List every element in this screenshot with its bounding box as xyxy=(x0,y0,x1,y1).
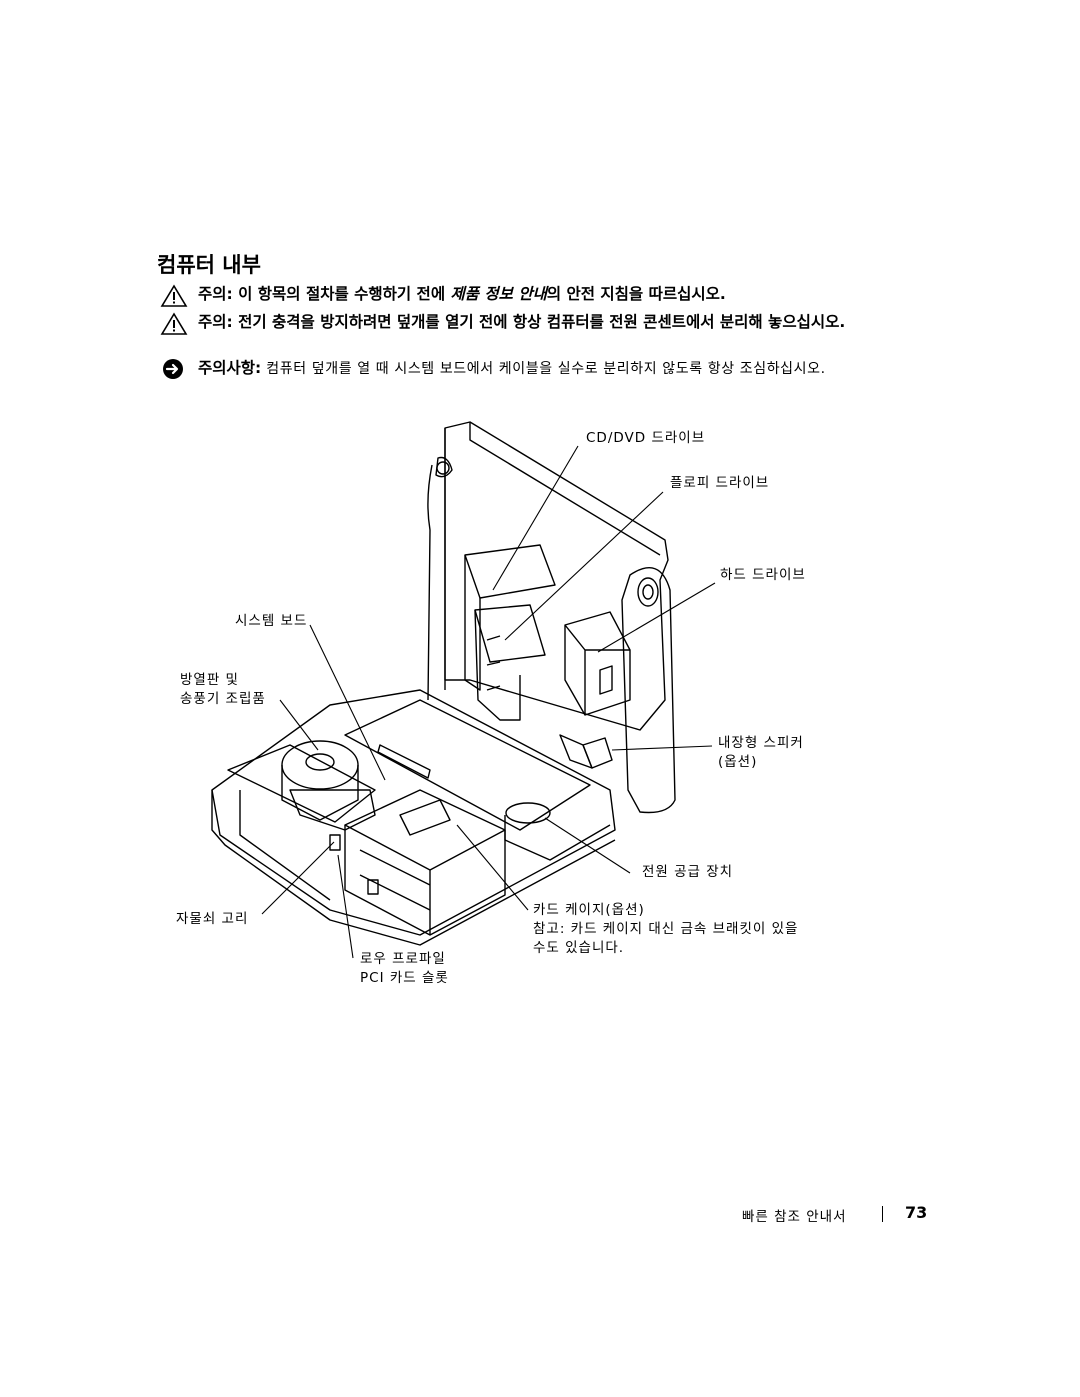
leader-card-cage xyxy=(456,824,529,911)
leader-power-supply xyxy=(544,817,631,874)
callout-padlock-ring: 자물쇠 고리 xyxy=(176,911,249,927)
caution-label: 주의: xyxy=(198,285,233,303)
padlock-ring xyxy=(329,834,341,851)
leader-hard-drive xyxy=(597,582,716,653)
leader-padlock xyxy=(261,841,335,915)
cover-handle xyxy=(621,567,676,814)
cd-dvd-drive xyxy=(464,544,556,599)
callout-card-note-line1: 참고: 카드 케이지 대신 금속 브래킷이 있을 xyxy=(533,921,799,937)
notice-note: 주의사항: 컴퓨터 덮개를 열 때 시스템 보드에서 케이블을 실수로 분리하지… xyxy=(160,358,890,380)
leader-system-board xyxy=(309,624,386,781)
callout-hard-drive: 하드 드라이브 xyxy=(720,567,806,583)
page-number: 73 xyxy=(905,1203,928,1222)
chassis-base xyxy=(211,689,616,936)
leader-heat-sink xyxy=(279,699,319,751)
notice-label: 주의사항: xyxy=(198,359,262,377)
heat-sink-blower xyxy=(281,740,359,790)
caution-text-end: 의 안전 지침을 따르십시오. xyxy=(546,285,726,303)
callout-speaker-line2: (옵션) xyxy=(718,754,758,770)
footer-guide-title: 빠른 참조 안내서 xyxy=(742,1209,847,1225)
callout-card-note-line2: 수도 있습니다. xyxy=(533,940,625,956)
callout-floppy-drive: 플로피 드라이브 xyxy=(670,475,770,491)
internal-speaker xyxy=(582,737,613,769)
caution-text: 전기 충격을 방지하려면 덮개를 열기 전에 항상 컴퓨터를 전원 콘센트에서 … xyxy=(232,313,846,331)
leader-speaker xyxy=(611,745,713,751)
callout-card-cage: 카드 케이지(옵션) xyxy=(533,902,645,918)
floppy-drive xyxy=(474,604,546,663)
leader-cd-dvd xyxy=(492,445,579,591)
callout-system-board: 시스템 보드 xyxy=(235,613,308,629)
leader-floppy xyxy=(504,491,664,641)
notice-circle-icon xyxy=(163,359,183,379)
notice-text: 컴퓨터 덮개를 열 때 시스템 보드에서 케이블을 실수로 분리하지 않도록 항… xyxy=(261,361,826,377)
callout-speaker-line1: 내장형 스피커 xyxy=(718,735,804,751)
caution-text: 이 항목의 절차를 수행하기 전에 xyxy=(232,285,451,303)
footer-separator xyxy=(882,1206,883,1222)
hard-drive xyxy=(564,611,631,716)
callout-power-supply: 전원 공급 장치 xyxy=(642,864,734,880)
leader-pci-slot xyxy=(337,854,354,959)
product-info-guide-title: 제품 정보 안내 xyxy=(450,285,547,303)
caution-label: 주의: xyxy=(198,313,233,331)
callout-heat-sink-line2: 송풍기 조립품 xyxy=(180,691,266,707)
warning-triangle-icon xyxy=(160,284,188,307)
system-board xyxy=(344,699,591,831)
callout-heat-sink-line1: 방열판 및 xyxy=(180,672,239,688)
chassis-cover-panel xyxy=(444,421,669,731)
callout-pci-line1: 로우 프로파일 xyxy=(360,951,446,967)
page-title: 컴퓨터 내부 xyxy=(157,253,261,277)
callout-cd-dvd-drive: CD/DVD 드라이브 xyxy=(586,430,706,446)
caution-note-1: 주의: 이 항목의 절차를 수행하기 전에 제품 정보 안내의 안전 지침을 따… xyxy=(160,284,890,307)
caution-note-2: 주의: 전기 충격을 방지하려면 덮개를 열기 전에 항상 컴퓨터를 전원 콘센… xyxy=(160,312,890,335)
callout-pci-line2: PCI 카드 슬롯 xyxy=(360,970,449,986)
power-supply-fan xyxy=(505,802,551,824)
warning-triangle-icon xyxy=(160,312,188,335)
